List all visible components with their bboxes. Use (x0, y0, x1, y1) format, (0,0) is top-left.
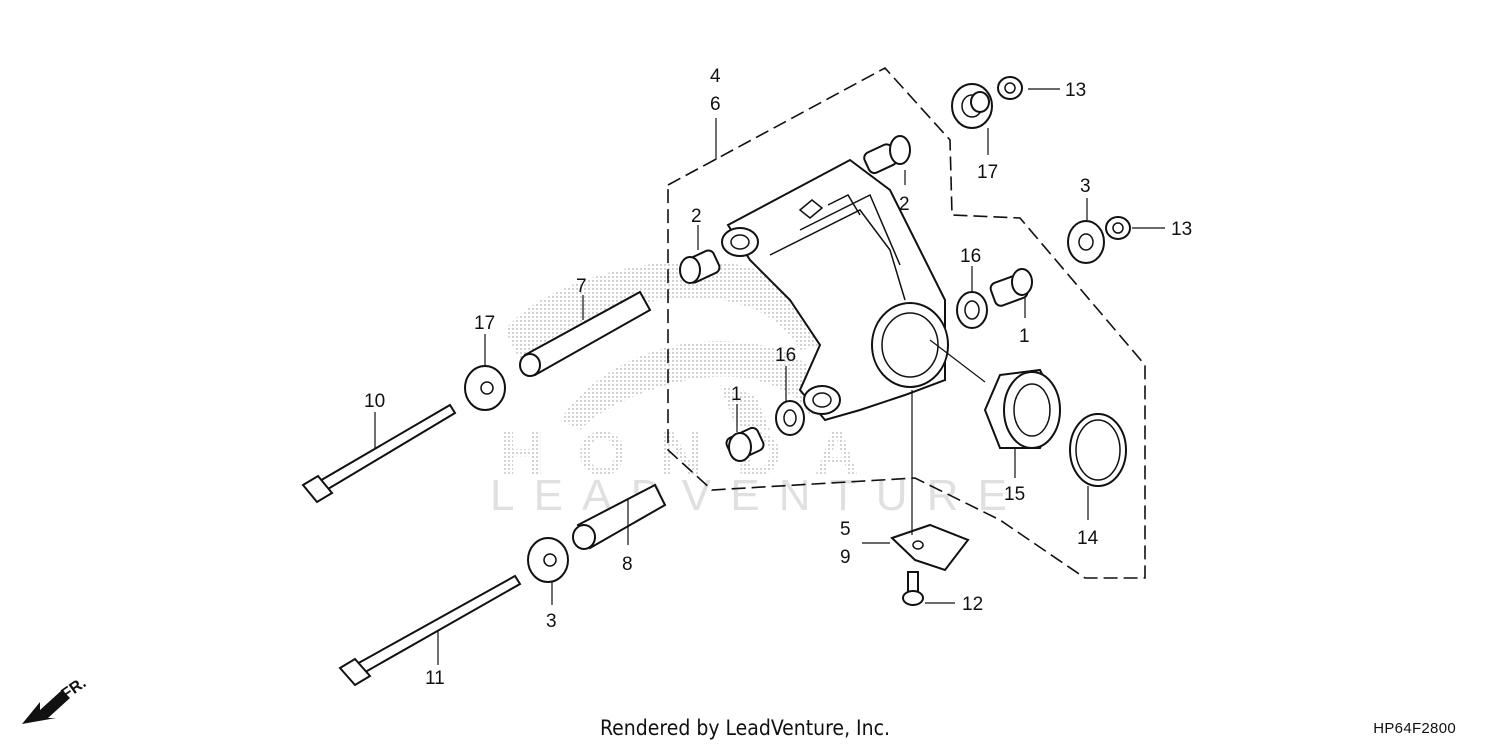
bolt-10 (301, 403, 457, 504)
footer-credit: Rendered by LeadVenture, Inc. (600, 716, 890, 740)
bearing-16-right (956, 291, 988, 329)
assembly-boundary (667, 66, 1146, 579)
nut-13-upper (997, 76, 1023, 100)
callout-15: 15 (1004, 484, 1025, 505)
bearing-15 (983, 368, 1062, 449)
circlip-14 (1069, 413, 1127, 487)
bracket-5-9 (890, 523, 970, 572)
callout-12: 12 (962, 594, 983, 615)
diagram-code: HP64F2800 (1373, 720, 1456, 737)
watermark-text: LEADVENTURE (490, 471, 1010, 520)
bolt-12 (902, 571, 924, 606)
callouts: 4 6 13 17 2 3 13 16 1 2 7 17 10 16 1 15 … (364, 66, 1192, 689)
nut-13-right (1105, 216, 1131, 240)
callout-13-right: 13 (1171, 219, 1192, 240)
bearing-17-upper (951, 83, 993, 129)
leader-lines (374, 88, 1165, 665)
callout-2-upper: 2 (899, 194, 910, 215)
callout-17-upper: 17 (977, 162, 998, 183)
washer-3-right (1067, 220, 1105, 264)
collar-2-left (679, 249, 721, 284)
front-direction-indicator: FR. (22, 675, 89, 724)
washer-17-left (464, 365, 506, 411)
callout-13-upper: 13 (1065, 80, 1086, 101)
front-arrow-icon (22, 690, 70, 724)
callout-3-right: 3 (1080, 176, 1091, 197)
collar-1-left (725, 426, 765, 462)
callout-8: 8 (622, 554, 633, 575)
callout-2-left: 2 (691, 206, 702, 227)
callout-5: 5 (840, 519, 851, 540)
callout-9: 9 (840, 547, 851, 568)
callout-16-right: 16 (960, 246, 981, 267)
callout-14: 14 (1077, 528, 1099, 549)
callout-10: 10 (364, 391, 385, 412)
washer-3-left (527, 537, 569, 583)
callout-6: 6 (710, 94, 721, 115)
swing-arm (721, 158, 949, 422)
bearing-16-left (775, 400, 805, 436)
callout-1-right: 1 (1019, 326, 1030, 347)
callout-11: 11 (425, 668, 445, 689)
callout-3-left: 3 (546, 611, 557, 632)
callout-16-left: 16 (775, 345, 796, 366)
callout-7: 7 (576, 276, 587, 297)
callout-1-left: 1 (731, 384, 742, 405)
pipe-7 (519, 290, 652, 377)
bolt-11 (338, 574, 522, 687)
callout-4: 4 (710, 66, 721, 87)
pipe-8 (572, 483, 667, 550)
callout-17-left: 17 (474, 313, 495, 334)
collar-1-right (989, 268, 1033, 307)
collar-2-upper (863, 135, 911, 175)
